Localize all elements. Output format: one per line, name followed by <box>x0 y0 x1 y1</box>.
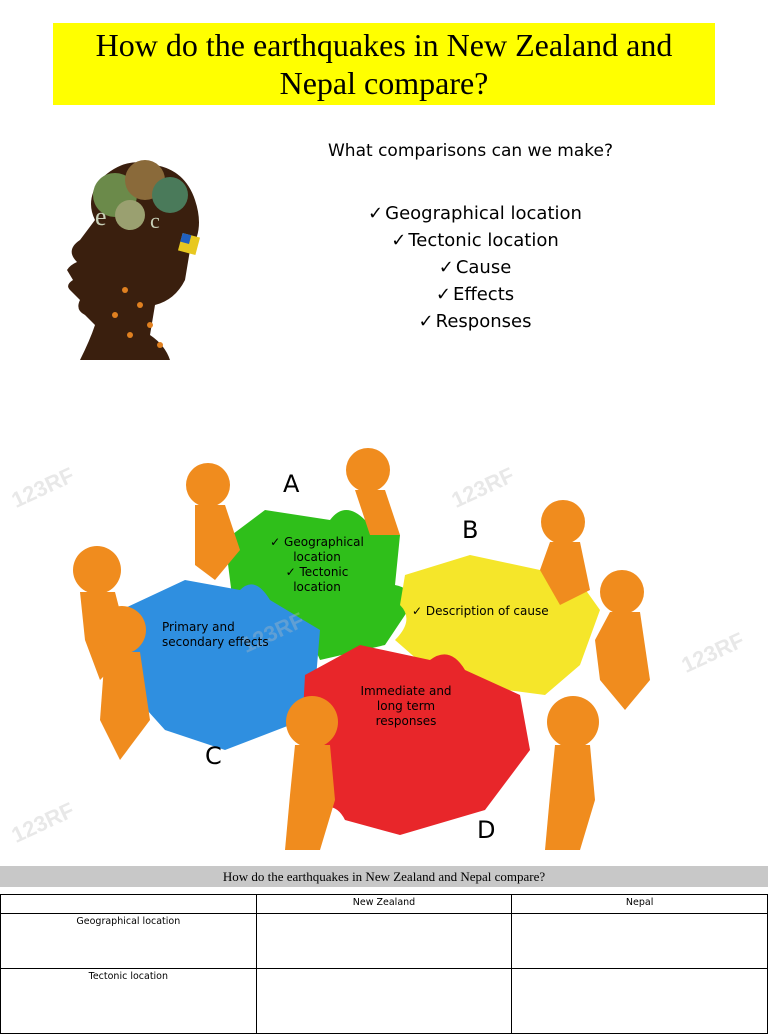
puzzle-pieces-graphic <box>73 448 650 850</box>
label-c: C <box>205 742 222 770</box>
table-cell[interactable] <box>511 913 768 969</box>
table-title: How do the earthquakes in New Zealand an… <box>0 866 768 887</box>
page-title-banner: How do the earthquakes in New Zealand an… <box>53 23 715 105</box>
figure-group <box>73 448 650 850</box>
table-row: Tectonic location <box>0 968 768 1034</box>
label-d: D <box>477 816 496 844</box>
checklist-item: ✓Tectonic location <box>391 230 559 251</box>
row-label: Tectonic location <box>0 968 257 1034</box>
head-illustration: e c <box>67 160 201 360</box>
label-a: A <box>283 470 300 498</box>
page-title: How do the earthquakes in New Zealand an… <box>95 27 673 101</box>
table-header-nepal: Nepal <box>511 894 768 914</box>
svg-text:c: c <box>150 208 160 233</box>
checklist-item: ✓Effects <box>435 284 515 305</box>
red-piece-text: Immediate and long term responses <box>360 684 452 728</box>
checkmark-icon: ✓ <box>391 230 407 251</box>
checkmark-icon: ✓ <box>368 203 384 224</box>
table-header-new-zealand: New Zealand <box>255 894 513 914</box>
label-b: B <box>462 516 479 544</box>
comparison-checklist: ✓Geographical location ✓Tectonic locatio… <box>300 200 650 335</box>
checkmark-icon: ✓ <box>438 257 454 278</box>
checklist-item: ✓Geographical location <box>368 203 582 224</box>
puzzle-illustration: 123RF 123RF 123RF 123RF 123RF A B C D ✓ … <box>0 440 768 860</box>
table-row: Geographical location <box>0 913 768 969</box>
table-cell[interactable] <box>255 913 513 969</box>
checkmark-icon: ✓ <box>418 311 434 332</box>
checkmark-icon: ✓ <box>285 565 300 579</box>
table-cell[interactable] <box>511 968 768 1034</box>
yellow-piece-text: ✓ Description of cause <box>412 604 549 618</box>
red-puzzle-piece <box>300 645 530 835</box>
green-piece-text: ✓ Geographical location ✓ Tectonic locat… <box>270 535 364 594</box>
checklist-item: ✓Responses <box>418 311 532 332</box>
checkmark-icon: ✓ <box>270 535 285 549</box>
comparisons-question: What comparisons can we make? <box>328 141 613 161</box>
checklist-item: ✓Cause <box>438 257 512 278</box>
blue-piece-text: Primary and secondary effects <box>162 620 269 649</box>
svg-text:e: e <box>95 202 107 231</box>
row-label: Geographical location <box>0 913 257 969</box>
checkmark-icon: ✓ <box>435 284 451 305</box>
blue-puzzle-piece <box>110 580 320 750</box>
comparison-table: New Zealand Nepal Geographical location … <box>0 894 768 1034</box>
table-header-corner <box>0 894 257 914</box>
checkmark-icon: ✓ <box>412 604 426 618</box>
